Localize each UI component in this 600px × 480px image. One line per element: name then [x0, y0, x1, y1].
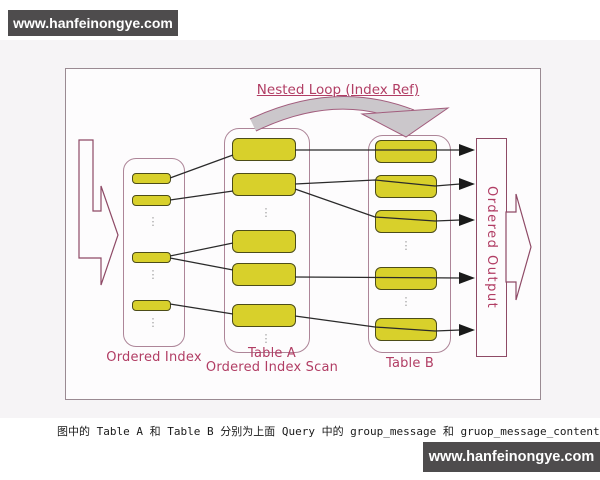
ellipsis-icon: ⋮	[400, 295, 412, 308]
table-b-row-4	[375, 267, 437, 290]
table-b-row-3	[375, 210, 437, 233]
watermark-top-text: www.hanfeinongye.com	[13, 15, 173, 31]
ellipsis-icon: ⋮	[400, 239, 412, 252]
table-b-row-1	[375, 140, 437, 163]
table-b-label: Table B	[385, 356, 435, 371]
table-a-row-4	[232, 263, 296, 286]
table-a-label-line2: Ordered Index Scan	[205, 360, 339, 375]
table-a-row-1	[232, 138, 296, 161]
ellipsis-icon: ⋮	[147, 215, 159, 228]
table-a-label-line1: Table A	[247, 346, 297, 361]
ellipsis-icon: ⋮	[147, 316, 159, 329]
table-a-label: Table A Ordered Index Scan	[197, 347, 347, 375]
watermark-bottom: www.hanfeinongye.com	[423, 442, 600, 472]
ellipsis-icon: ⋮	[147, 268, 159, 281]
ordered-output-label: Ordered Output	[484, 185, 499, 310]
caption-text: 图中的 Table A 和 Table B 分别为上面 Query 中的 gro…	[57, 425, 600, 438]
table-b-row-2	[375, 175, 437, 198]
index-entry-3	[132, 252, 171, 263]
ellipsis-icon: ⋮	[260, 206, 272, 219]
table-a-row-5	[232, 304, 296, 327]
nested-loop-label: Nested Loop (Index Ref)	[256, 82, 420, 98]
index-entry-2	[132, 195, 171, 206]
table-a-row-3	[232, 230, 296, 253]
index-entry-1	[132, 173, 171, 184]
watermark-top: www.hanfeinongye.com	[8, 10, 178, 36]
table-b-row-5	[375, 318, 437, 341]
ordered-index-label: Ordered Index	[106, 350, 202, 365]
ellipsis-icon: ⋮	[260, 332, 272, 345]
table-a-row-2	[232, 173, 296, 196]
index-entry-4	[132, 300, 171, 311]
ordered-output-box: Ordered Output	[476, 138, 507, 357]
watermark-bottom-text: www.hanfeinongye.com	[428, 449, 595, 465]
